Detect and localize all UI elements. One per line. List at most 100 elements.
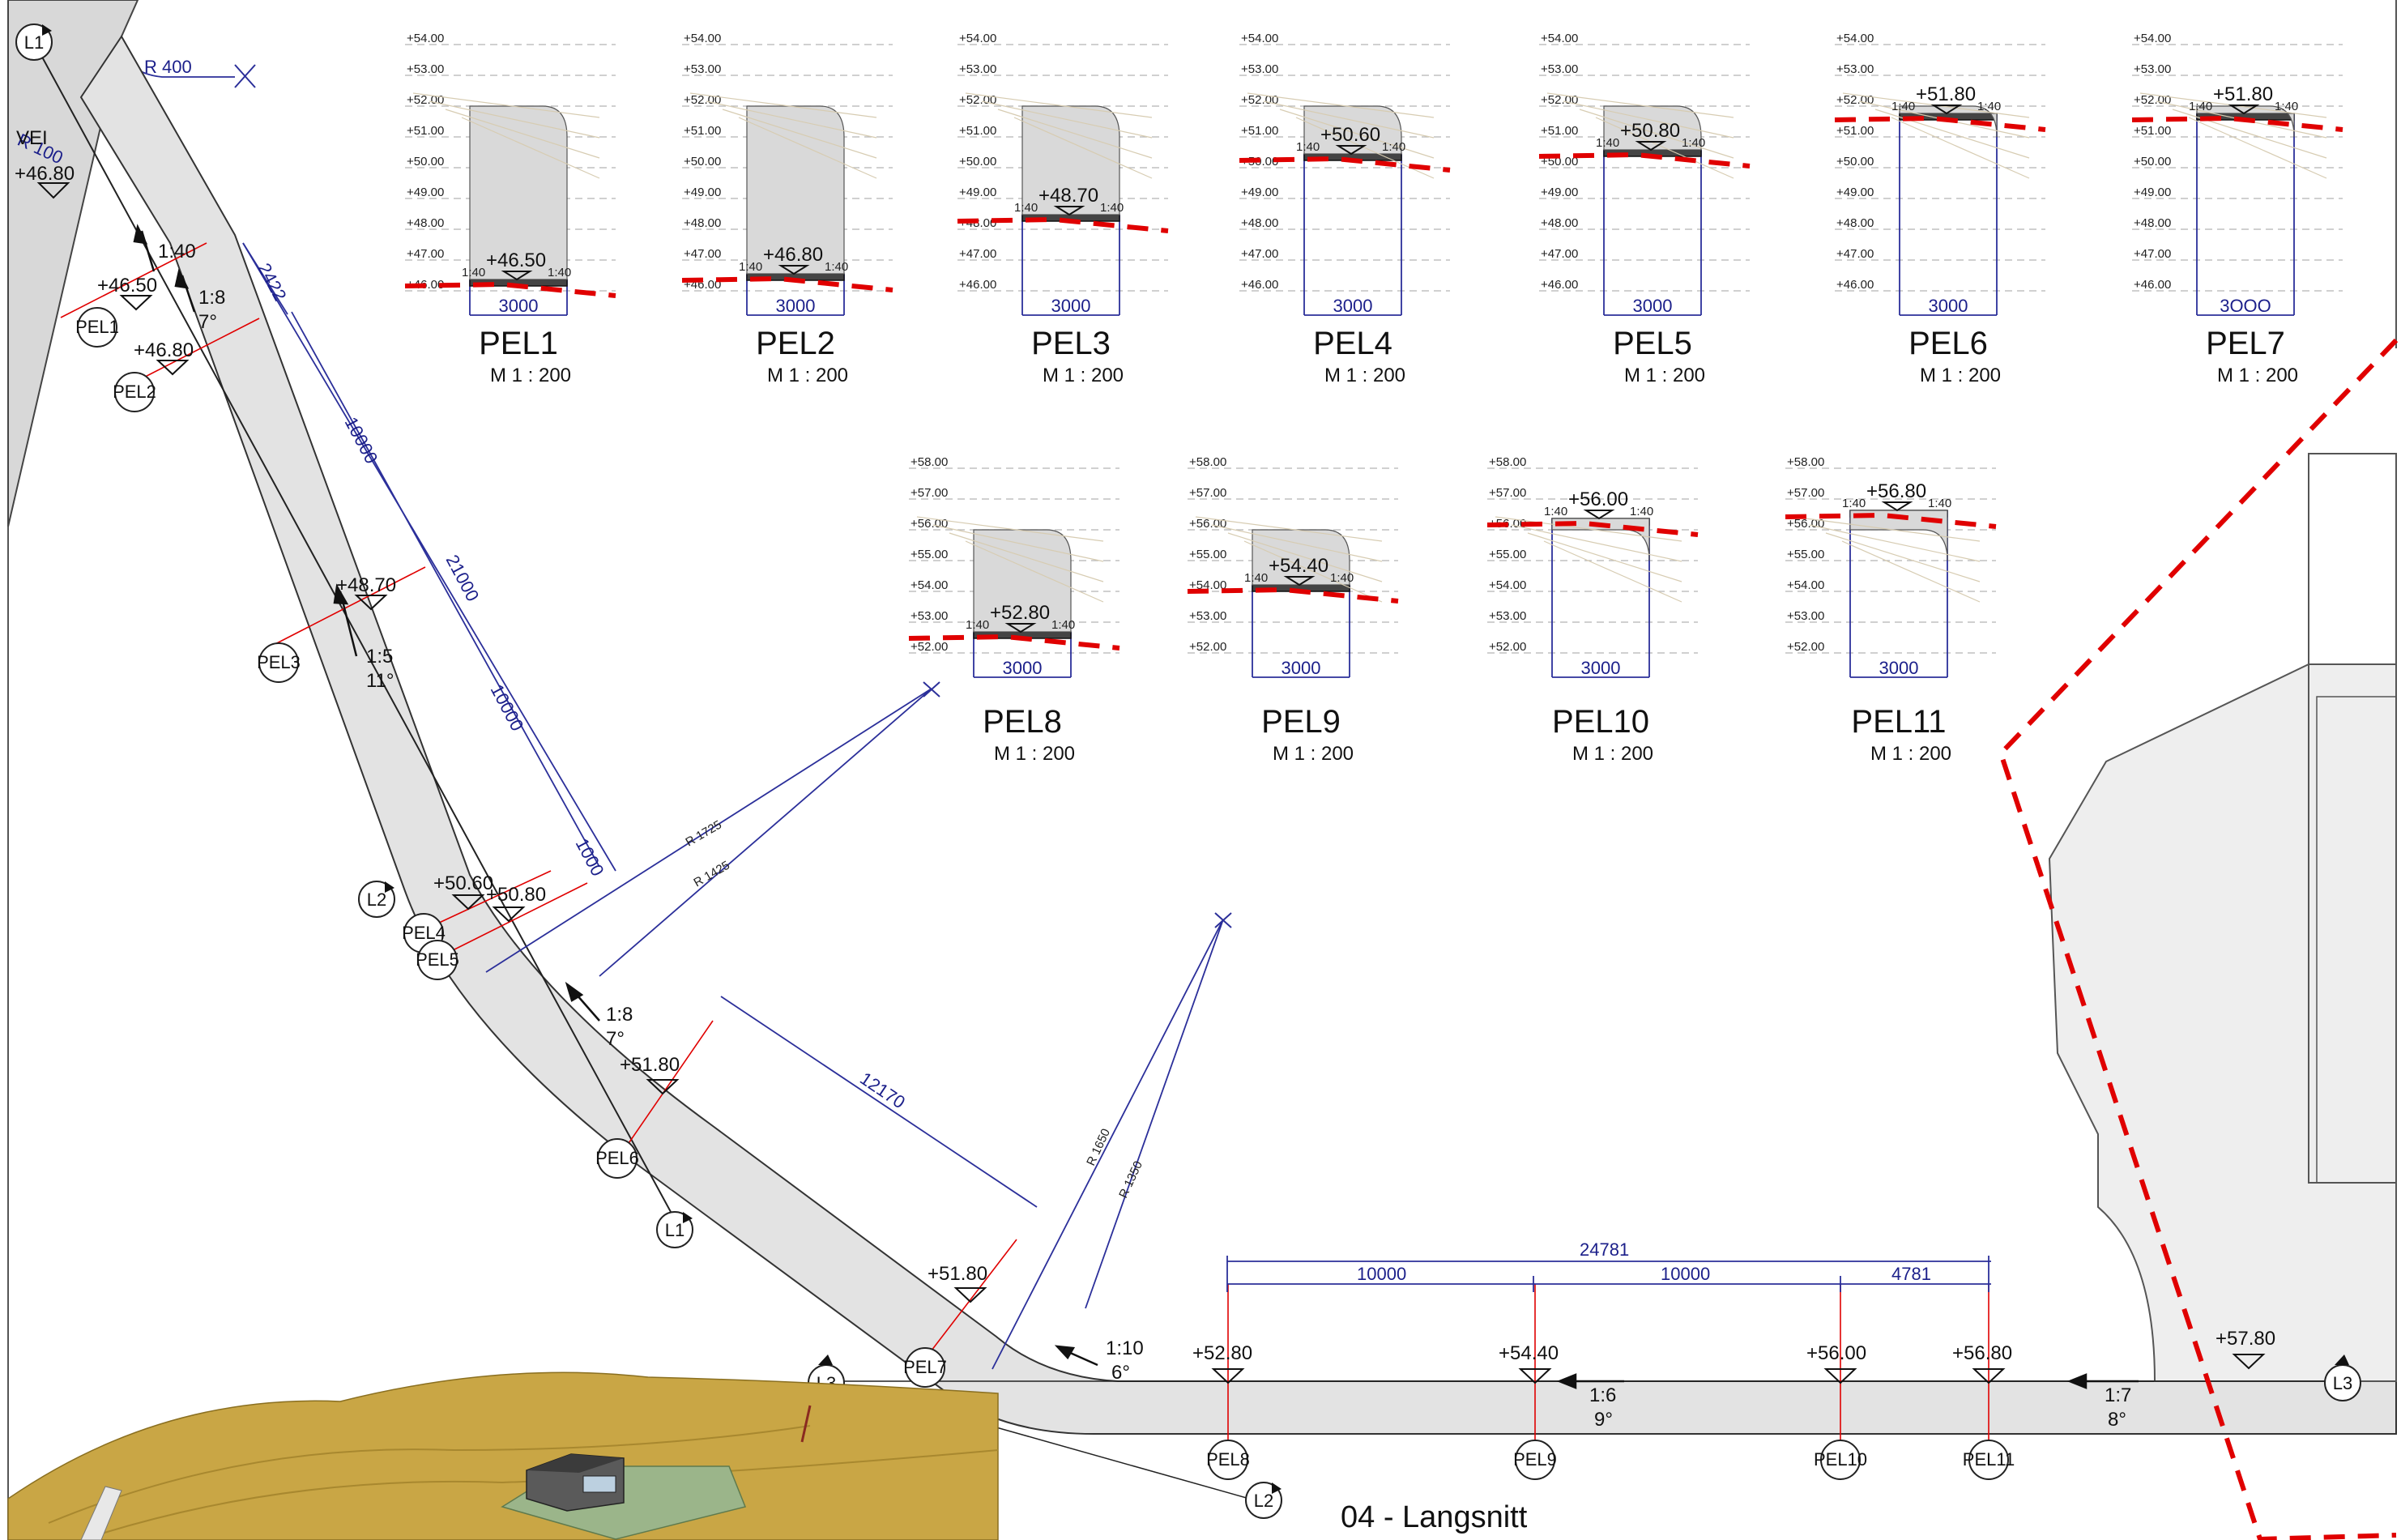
existing-terrain-line bbox=[2131, 115, 2343, 132]
marker-l1-top: L1 bbox=[15, 23, 53, 61]
section-scale: M 1 : 200 bbox=[1043, 365, 1124, 386]
terrain-line bbox=[997, 109, 1153, 159]
vei-level-triangle-icon bbox=[36, 182, 70, 199]
level-tick-label: +58.00 bbox=[1787, 455, 1824, 469]
section-level: +50.60 bbox=[1320, 124, 1380, 146]
terrain-line bbox=[1891, 117, 2030, 179]
level-tick-label: +51.00 bbox=[1836, 124, 1874, 138]
terrain-line bbox=[1595, 117, 1734, 179]
svg-text:PEL5: PEL5 bbox=[416, 949, 459, 970]
section-level: +52.80 bbox=[990, 602, 1050, 624]
plan-level-11: +56.80 bbox=[1952, 1342, 2012, 1364]
existing-terrain-line bbox=[1239, 156, 1451, 173]
level-tick-label: +54.00 bbox=[1541, 32, 1578, 45]
level-tick-label: +47.00 bbox=[1836, 247, 1874, 261]
terrain-line bbox=[1825, 532, 1981, 582]
plan-level-labels: +46.50 +46.80 +48.70 +50.60 +50.80 +51.8… bbox=[97, 275, 2275, 1364]
width-dim-label: 3000 bbox=[1581, 658, 1621, 678]
section-scale: M 1 : 200 bbox=[1624, 365, 1705, 386]
level-tick-label: +53.00 bbox=[911, 609, 948, 623]
terrain-line bbox=[722, 109, 877, 159]
level-tick-label: +52.00 bbox=[1489, 640, 1526, 654]
slope-2-ratio: 1:8 bbox=[198, 287, 225, 309]
cross-section-pel4: +54.00+53.00+52.00+51.00+50.00+49.00+48.… bbox=[1239, 32, 1451, 386]
slope-5-ratio: 1:10 bbox=[1106, 1337, 1144, 1359]
level-tick-label: +52.00 bbox=[407, 93, 444, 107]
svg-text:PEL4: PEL4 bbox=[402, 923, 446, 943]
section-scale: M 1 : 200 bbox=[767, 365, 848, 386]
existing-terrain-line bbox=[908, 633, 1120, 651]
cross-section-pel3: +54.00+53.00+52.00+51.00+50.00+49.00+48.… bbox=[957, 32, 1169, 386]
dim-10000-c: 10000 bbox=[1357, 1264, 1406, 1284]
plan-level-12: +57.80 bbox=[2215, 1328, 2275, 1350]
level-triangle-icon bbox=[1930, 105, 1963, 115]
marker-pel5: PEL5 bbox=[416, 940, 459, 980]
section-scale: M 1 : 200 bbox=[2217, 365, 2298, 386]
level-tick-label: +53.00 bbox=[1489, 609, 1526, 623]
level-tick-label: +50.00 bbox=[2134, 155, 2171, 169]
marker-pel11: PEL11 bbox=[1963, 1440, 2015, 1480]
cross-section-pel5: +54.00+53.00+52.00+51.00+50.00+49.00+48.… bbox=[1538, 32, 1751, 386]
level-tick-label: +51.00 bbox=[959, 124, 996, 138]
width-dim-label: 3000 bbox=[776, 296, 816, 316]
marker-l2-bottom: L2 bbox=[1245, 1482, 1282, 1519]
level-tick-label: +55.00 bbox=[1787, 548, 1824, 561]
level-tick-label: +54.00 bbox=[1189, 578, 1226, 592]
width-dim-label: 3000 bbox=[1282, 658, 1321, 678]
section-title: PEL8 bbox=[983, 704, 1062, 740]
terrain-line bbox=[1279, 109, 1435, 159]
section-title: PEL7 bbox=[2206, 326, 2285, 361]
section-level: +54.40 bbox=[1269, 555, 1328, 577]
cross-section-pel9: +58.00+57.00+56.00+55.00+54.00+53.00+52.… bbox=[1187, 455, 1399, 765]
section-level: +56.80 bbox=[1866, 480, 1926, 502]
width-dim-label: 3OOO bbox=[2220, 296, 2271, 316]
terrain-line bbox=[1793, 516, 1981, 542]
terrain-line bbox=[445, 109, 600, 159]
terrain-line bbox=[1579, 109, 1734, 159]
level-tick-label: +47.00 bbox=[2134, 247, 2171, 261]
level-tick-label: +50.00 bbox=[684, 155, 721, 169]
existing-terrain-line bbox=[404, 281, 616, 298]
level-tick-label: +54.00 bbox=[1489, 578, 1526, 592]
terrain-line bbox=[1809, 524, 1981, 562]
vei-label: VEI bbox=[16, 127, 48, 149]
marker-pel7: PEL7 bbox=[903, 1347, 947, 1388]
driveway-road bbox=[79, 35, 2397, 1435]
level-tick-label: +52.00 bbox=[2134, 93, 2171, 107]
plan-section-markers: PEL1 PEL2 PEL3 PEL4 PEL5 PEL6 PEL7 PEL8 … bbox=[75, 307, 2015, 1480]
marker-l2-top: L2 bbox=[358, 881, 395, 918]
level-tick-label: +54.00 bbox=[1787, 578, 1824, 592]
level-tick-label: +57.00 bbox=[1787, 486, 1824, 500]
cross-section-pel10: +58.00+57.00+56.00+55.00+54.00+53.00+52.… bbox=[1486, 455, 1699, 765]
slope-5-deg: 6° bbox=[1111, 1362, 1130, 1384]
level-tick-label: +48.00 bbox=[407, 216, 444, 230]
slope-2-deg: 7° bbox=[198, 311, 217, 333]
existing-terrain-line bbox=[681, 275, 893, 292]
slope-1-ratio: 1:40 bbox=[158, 241, 196, 262]
plan-level-5: +50.80 bbox=[486, 884, 546, 906]
level-tick-label: +48.00 bbox=[1541, 216, 1578, 230]
terrain-line bbox=[429, 100, 600, 139]
level-tick-label: +52.00 bbox=[911, 640, 948, 654]
existing-terrain-line bbox=[1486, 520, 1699, 537]
level-tick-label: +52.00 bbox=[1787, 640, 1824, 654]
terrain-line bbox=[916, 516, 1104, 542]
terrain-line bbox=[461, 117, 600, 179]
level-tick-label: +57.00 bbox=[911, 486, 948, 500]
terrain-line bbox=[1013, 117, 1153, 179]
terrain-line bbox=[2188, 117, 2327, 179]
terrain-line bbox=[965, 92, 1153, 118]
dim-4781: 4781 bbox=[1891, 1264, 1931, 1284]
level-tick-label: +55.00 bbox=[1189, 548, 1226, 561]
cross-sections-row-1: +54.00+53.00+52.00+51.00+50.00+49.00+48.… bbox=[404, 32, 2343, 386]
cross-section-pel1: +54.00+53.00+52.00+51.00+50.00+49.00+48.… bbox=[404, 32, 616, 386]
terrain-line bbox=[949, 532, 1104, 582]
width-dim-label: 3000 bbox=[1879, 658, 1919, 678]
cross-section-pel7: +54.00+53.00+52.00+51.00+50.00+49.00+48.… bbox=[2131, 32, 2343, 386]
slope-left: 1:40 bbox=[2189, 100, 2212, 113]
level-triangle-icon bbox=[1283, 576, 1316, 587]
road-3d bbox=[80, 1486, 122, 1540]
svg-text:L2: L2 bbox=[1254, 1491, 1273, 1511]
section-scale: M 1 : 200 bbox=[490, 365, 571, 386]
level-tick-label: +46.00 bbox=[1541, 278, 1578, 292]
